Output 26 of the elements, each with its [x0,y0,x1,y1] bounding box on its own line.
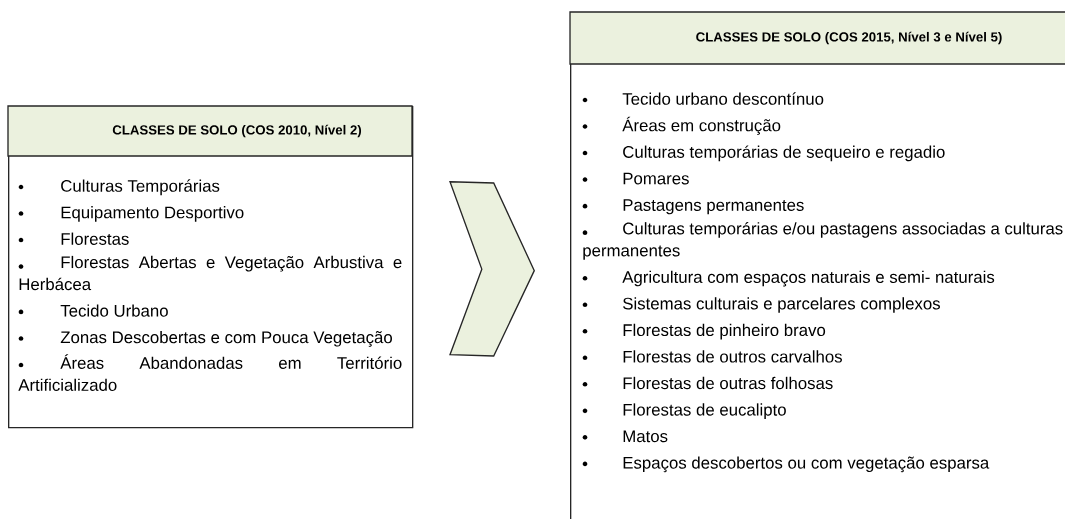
list-item: Sistemas culturais e parcelares complexos [582,297,940,313]
panel-heading: CLASSES DE SOLO (COS 2015, Nível 3 e Nível 5) [696,31,1002,45]
list-item: Florestas [18,232,129,245]
list-item: Zonas Descobertas e com Pouca Vegetação [18,330,392,347]
list-item: Áreas Abandonadas em Território Artificializado [18,354,402,391]
list-panel [569,11,1065,519]
list-item: Culturas Temporárias [18,179,220,196]
list-item: Florestas Abertas e Vegetação Arbustiva e Herbácea [18,255,402,291]
panel-heading: CLASSES DE SOLO (COS 2010, Nível 2) [112,124,362,138]
list-item: Espaços descobertos ou com vegetação esparsa [582,456,990,473]
list-item: Tecido Urbano [18,304,168,317]
list-item: Tecido urbano descontínuo [582,92,824,105]
list-item: Pastagens permanentes [582,199,804,215]
list-item: Florestas de eucalipto [582,403,786,419]
list-item: Áreas em construção [582,116,781,135]
list-item: Florestas de outros carvalhos [582,350,842,363]
list-panel [7,105,414,429]
list-item: Florestas de pinheiro bravo [582,323,826,340]
list-item: Florestas de outras folhosas [582,376,833,390]
list-item: Pomares [582,172,689,185]
chevron-arrow [449,181,535,357]
list-item: Matos [582,430,668,443]
list-item: Equipamento Desportivo [18,206,244,222]
list-item: Agricultura com espaços naturais e semi- naturais [582,270,995,287]
list-item: Culturas temporárias de sequeiro e regadio [582,145,945,162]
list-item: Culturas temporárias e/ou pastagens associadas a culturas permanentes [582,221,1063,260]
